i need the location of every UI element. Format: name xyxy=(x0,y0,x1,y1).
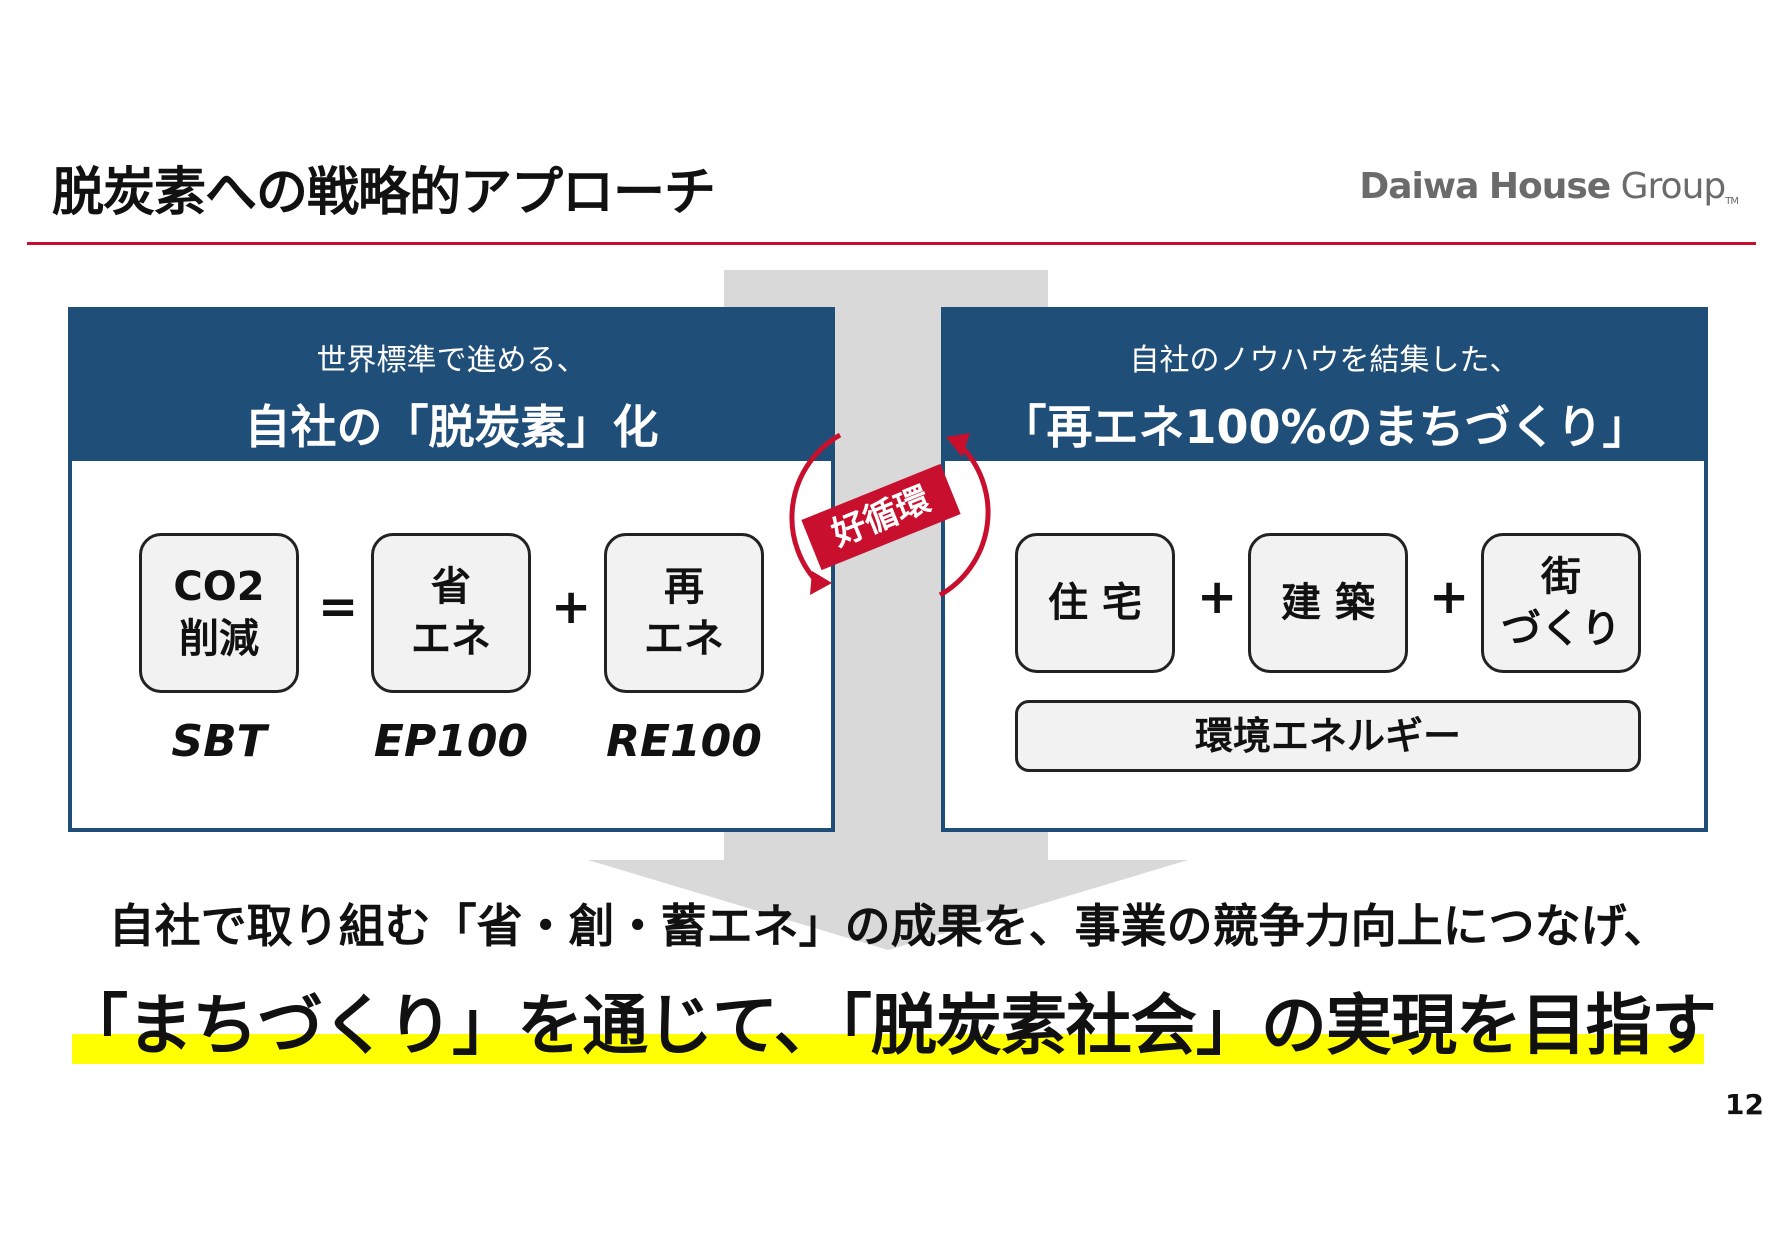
company-logo: Daiwa House GroupTM xyxy=(1359,166,1739,207)
caption-re100: RE100 xyxy=(606,716,762,767)
down-arrow-head xyxy=(588,860,1188,950)
housing-box: 住 宅 xyxy=(1015,533,1175,673)
caption-sbt: SBT xyxy=(171,716,267,767)
plus-sign: + xyxy=(1429,569,1470,625)
left-panel-subtitle: 世界標準で進める、 xyxy=(316,343,587,378)
cycle-arrows-icon xyxy=(789,432,991,598)
header-divider xyxy=(27,242,1756,245)
highlight-bar xyxy=(72,1034,1704,1064)
right-panel-title: 「再エネ100%のまちづくり」 xyxy=(1000,400,1649,454)
equals-sign: = xyxy=(318,579,359,635)
page-number: 12 xyxy=(1725,1088,1764,1121)
right-panel-header: 自社のノウハウを結集した、 「再エネ100%のまちづくり」 xyxy=(945,311,1704,461)
message-line-2: 「まちづくり」を通じて、「脱炭素社会」の実現を目指す xyxy=(62,987,1717,1064)
message-line-1: 自社で取り組む「省・創・蓄エネ」の成果を、事業の競争力向上につなげ、 xyxy=(108,899,1670,953)
energy-saving-box: 省エネ xyxy=(371,533,531,693)
right-panel: 自社のノウハウを結集した、 「再エネ100%のまちづくり」 住 宅 + 建 築 … xyxy=(941,307,1708,832)
left-panel-title: 自社の「脱炭素」化 xyxy=(244,400,659,454)
building-box: 建 築 xyxy=(1248,533,1408,673)
caption-ep100: EP100 xyxy=(373,716,529,767)
plus-sign: + xyxy=(551,579,592,635)
page-title: 脱炭素への戦略的アプローチ xyxy=(52,163,716,223)
plus-sign: + xyxy=(1197,569,1238,625)
town-planning-box: 街づくり xyxy=(1481,533,1641,673)
right-panel-subtitle: 自社のノウハウを結集した、 xyxy=(1129,343,1520,378)
environmental-energy-bar: 環境エネルギー xyxy=(1015,700,1641,772)
renewable-energy-box: 再エネ xyxy=(604,533,764,693)
left-panel-header: 世界標準で進める、 自社の「脱炭素」化 xyxy=(72,311,831,461)
